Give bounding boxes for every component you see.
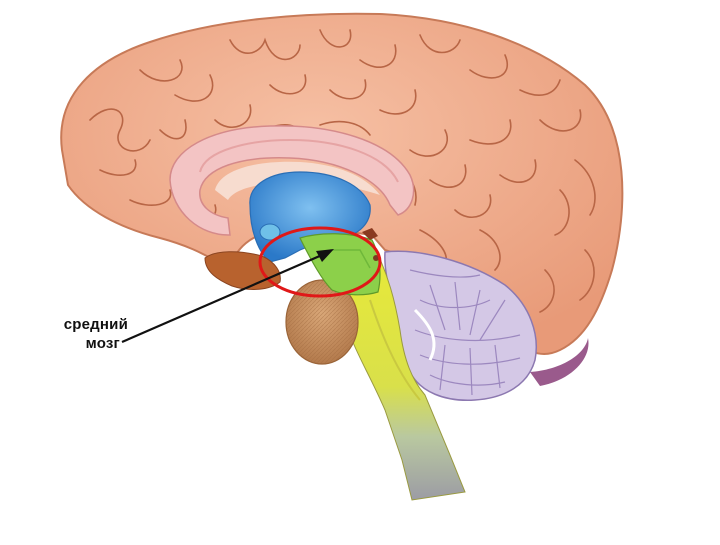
- cortex-folds: [89, 29, 596, 313]
- midbrain: [299, 233, 381, 296]
- corpus-callosum: [169, 125, 415, 236]
- pointer-arrow: [121, 253, 323, 344]
- midbrain-highlight-circle: [258, 226, 382, 298]
- occipital-tip: [530, 338, 589, 386]
- arrowhead: [316, 249, 334, 262]
- structure-label-line-1: средний: [63, 316, 128, 333]
- cerebellum-folia: [409, 269, 521, 396]
- structure-label-line-2: мозг: [85, 335, 120, 352]
